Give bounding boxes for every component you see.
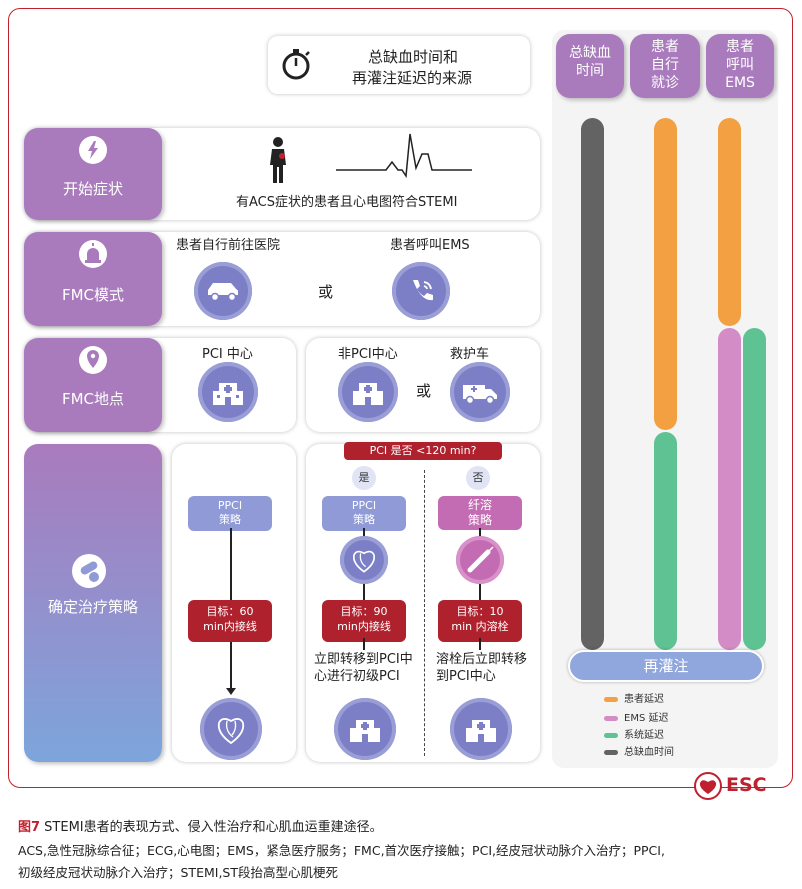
bar-patient-delay-col2 [654,118,677,430]
figure-frame [8,8,793,788]
fmc-site-label: FMC地点 [61,390,125,408]
figure-label: 图7 [18,820,41,835]
yes-badge: 是 [352,466,376,490]
reperfusion-box: 再灌注 [568,650,764,682]
strategy-label-box: 确定治疗策略 [24,444,162,762]
esc-heart-icon [694,772,722,800]
column-header-self-present: 患者 自行 就诊 [630,34,700,98]
legend-item-ems: EMS 延迟 [604,709,668,724]
hospital-icon-nonpci [338,362,398,422]
car-icon [194,262,252,320]
legend-swatch-patient [604,696,618,702]
arrow-mid-2 [363,638,365,650]
esc-logo: ESC [694,772,774,800]
self-present-text: 患者自行前往医院 [176,238,281,253]
divider-dashed [424,470,425,756]
arrow-right-2 [479,638,481,650]
fmc-mode-label-box: FMC模式 [24,232,162,326]
header-title-line2: 再灌注延迟的来源 [352,69,473,87]
hospital-icon-right [450,698,512,760]
lightning-icon [79,136,107,164]
bar-ems-delay-col3 [718,328,741,650]
bar-total-ischemia [581,118,604,650]
onset-label-box: 开始症状 [24,128,162,220]
heart-vessels-icon-left [200,698,262,760]
siren-icon [79,240,107,268]
phone-call-icon [392,262,450,320]
heart-vessels-icon-mid [340,536,388,584]
abbreviations-line1: ACS,急性冠脉综合征；ECG,心电图；EMS，紧急医疗服务；FMC,首次医疗接… [18,843,665,858]
non-pci-center-text: 非PCI中心 [338,347,398,362]
legend-item-patient: 患者延迟 [604,690,664,705]
arrow-left-head [226,688,236,695]
header-card: 总缺血时间和 再灌注延迟的来源 [268,36,530,94]
no-badge: 否 [466,466,490,490]
fmc-mode-label: FMC模式 [61,286,125,304]
column-header-call-ems: 患者 呼叫 EMS [706,34,774,98]
ppci-strategy-mid: PPCI 策略 [322,496,406,531]
strategy-label: 确定治疗策略 [47,598,138,616]
figure-title: STEMI患者的表现方式、侵入性治疗和心肌血运重建途径。 [40,820,383,835]
hospital-icon-pci [198,362,258,422]
fibrinolysis-strategy: 纤溶 策略 [438,496,522,530]
bar-system-delay-col3 [743,328,766,650]
syringe-icon [456,536,504,584]
target-90min: 目标：90 min内接线 [322,600,406,642]
ecg-trace-icon [336,132,472,182]
column-header-total-ischemia: 总缺血 时间 [556,34,624,98]
legend-item-system: 系统延迟 [604,726,664,741]
onset-label: 开始症状 [62,180,123,198]
ambulance-icon [450,362,510,422]
abbreviations-line2: 初级经皮冠状动脉介入治疗；STEMI,ST段抬高型心肌梗死 [18,865,338,880]
patient-figure-icon [264,136,294,184]
stopwatch-icon [278,46,314,82]
esc-text: ESC [726,774,767,796]
fmc-site-or: 或 [416,382,432,400]
fmc-site-label-box: FMC地点 [24,338,162,432]
fmc-mode-or: 或 [318,283,334,301]
onset-description: 有ACS症状的患者且心电图符合STEMI [236,195,458,210]
ppci-strategy-left: PPCI 策略 [188,496,272,531]
mid-action-text: 立即转移到PCI中 心进行初级PCI [314,652,413,684]
target-10min: 目标：10 min 内溶栓 [438,600,522,642]
figure-caption: 图7 STEMI患者的表现方式、侵入性治疗和心肌血运重建途径。 [18,816,383,835]
pci-time-question: PCI 是否 <120 min? [344,442,502,460]
bar-patient-delay-col3 [718,118,741,326]
pci-center-text: PCI 中心 [202,347,253,362]
legend-item-total: 总缺血时间 [604,743,674,758]
bar-system-delay-col2 [654,432,677,650]
target-60min: 目标：60 min内接线 [188,600,272,642]
header-title-line1: 总缺血时间和 [368,48,459,66]
legend-swatch-ems [604,715,618,721]
location-pin-icon [79,346,107,374]
call-ems-text: 患者呼叫EMS [390,238,470,253]
ambulance-text: 救护车 [450,347,490,362]
hospital-icon-mid [334,698,396,760]
legend-swatch-total [604,749,618,755]
pills-icon [72,554,106,588]
legend-swatch-system [604,732,618,738]
right-action-text: 溶栓后立即转移 到PCI中心 [436,652,528,684]
